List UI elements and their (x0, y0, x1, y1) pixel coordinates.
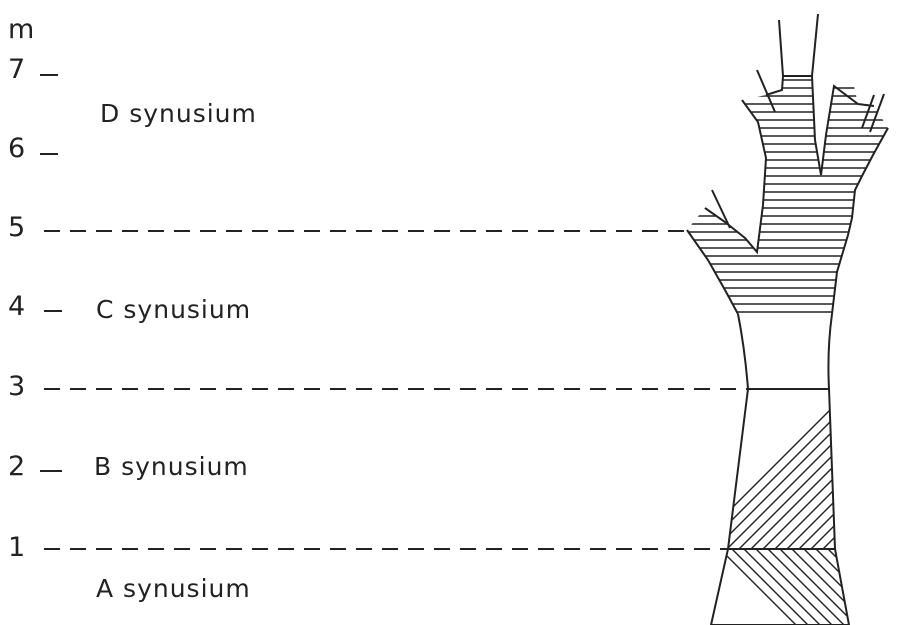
trunk-segment-b (660, 360, 905, 580)
scale-unit: m (8, 14, 34, 45)
tree-figure (620, 14, 905, 625)
tick-label-5: 5 (8, 212, 25, 243)
synusium-label-d: D synusium (100, 99, 257, 128)
synusium-label-b: B synusium (94, 452, 249, 481)
tick-label-1: 1 (8, 532, 25, 563)
crown-segments-c-d (680, 14, 900, 314)
tick-label-6: 6 (8, 133, 25, 164)
height-scale: m 7 6 5 4 3 2 1 (8, 14, 62, 563)
tick-label-2: 2 (8, 451, 25, 482)
synusium-label-c: C synusium (96, 295, 251, 324)
stratum-boundaries (44, 231, 748, 549)
synusium-label-a: A synusium (96, 574, 251, 603)
tick-label-4: 4 (8, 291, 25, 322)
tick-label-7: 7 (8, 54, 25, 85)
trunk-segment-c-lower (738, 314, 832, 389)
tick-label-3: 3 (8, 371, 25, 402)
